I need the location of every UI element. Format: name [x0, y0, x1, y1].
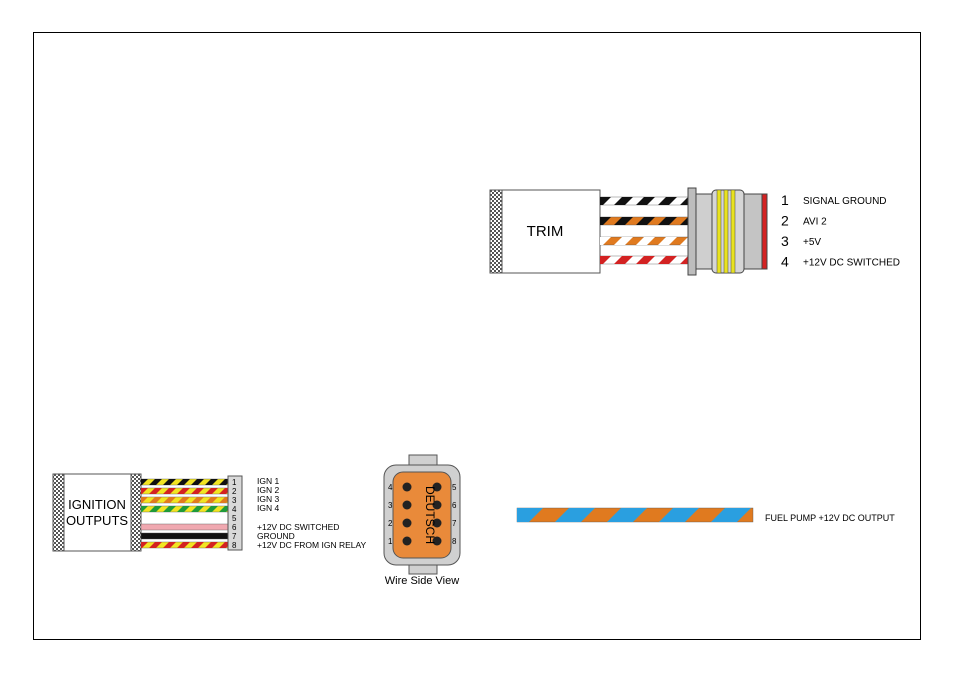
trim-harness: TRIM 1 SIGNAL GROUND 2 AVI 2 3 +5V 4 +12V DC SW…	[490, 188, 900, 275]
deutsch-hole-4	[403, 483, 412, 492]
deutsch-pin-number-1: 1	[388, 537, 393, 546]
deutsch-pin-number-8: 8	[452, 537, 457, 546]
trim-pin-number-4: 4	[781, 254, 789, 270]
trim-connector-cap	[762, 194, 767, 269]
fuel-pump-wire	[503, 508, 803, 522]
trim-wires	[592, 197, 699, 264]
ignition-wire-6	[141, 524, 228, 530]
deutsch-pin-number-5: 5	[452, 483, 457, 492]
trim-pin-label-1: SIGNAL GROUND	[803, 196, 887, 207]
trim-pin-label-4: +12V DC SWITCHED	[803, 258, 900, 269]
trim-pin-number-1: 1	[781, 192, 789, 208]
fuel-pump-wire-group: FUEL PUMP +12V DC OUTPUT	[503, 508, 895, 523]
trim-sleeve-end	[490, 190, 502, 273]
deutsch-pin-number-4: 4	[388, 483, 393, 492]
ignition-pin-number-3: 3	[232, 496, 237, 505]
trim-wire-3	[592, 237, 699, 245]
trim-connector-nose	[744, 194, 762, 269]
trim-pin-number-3: 3	[781, 233, 789, 249]
trim-seal-1	[717, 190, 721, 273]
ignition-pin-number-2: 2	[232, 487, 237, 496]
trim-wire-4	[592, 256, 699, 264]
trim-wire-2	[592, 217, 699, 225]
ignition-sleeve-end-right	[131, 474, 141, 551]
trim-pin-label-2: AVI 2	[803, 217, 827, 228]
ignition-sleeve-end-left	[53, 474, 64, 551]
trim-connector	[688, 188, 767, 275]
ignition-pin-number-1: 1	[232, 478, 237, 487]
trim-connector-lock	[688, 188, 696, 275]
deutsch-hole-2	[403, 519, 412, 528]
trim-seal-3	[731, 190, 735, 273]
deutsch-pin-number-3: 3	[388, 501, 393, 510]
ignition-pin-number-7: 7	[232, 532, 237, 541]
trim-connector-body	[696, 194, 712, 269]
deutsch-pin-number-2: 2	[388, 519, 393, 528]
ignition-pin-label-4: IGN 4	[257, 503, 279, 513]
trim-wire-1	[592, 197, 699, 205]
trim-seal-2	[724, 190, 728, 273]
trim-pin-number-2: 2	[781, 213, 789, 229]
ignition-label-line1: IGNITION	[68, 497, 126, 512]
deutsch-connector: 4 5 3 6 2 7 1 8 DEUTSCH Wire Side View	[384, 455, 460, 587]
deutsch-pin-number-7: 7	[452, 519, 457, 528]
ignition-pin-number-4: 4	[232, 505, 237, 514]
deutsch-pin-number-6: 6	[452, 501, 457, 510]
fuel-pump-wire-stripes	[503, 508, 803, 522]
ignition-pin-number-5: 5	[232, 514, 237, 523]
ignition-pin-label-8: +12V DC FROM IGN RELAY	[257, 540, 367, 550]
ignition-pin-number-6: 6	[232, 523, 237, 532]
trim-pin-label-3: +5V	[803, 237, 821, 248]
deutsch-insert	[393, 472, 451, 558]
deutsch-hole-3	[403, 501, 412, 510]
fuel-pump-label: FUEL PUMP +12V DC OUTPUT	[765, 513, 895, 523]
deutsch-hole-1	[403, 537, 412, 546]
deutsch-caption: Wire Side View	[385, 575, 459, 587]
deutsch-label: DEUTSCH	[423, 486, 437, 544]
trim-pin-labels: 1 SIGNAL GROUND 2 AVI 2 3 +5V 4 +12V DC SWITCHE…	[781, 192, 900, 270]
trim-label: TRIM	[527, 223, 564, 240]
ignition-pin-number-8: 8	[232, 541, 237, 550]
ignition-label-line2: OUTPUTS	[66, 513, 128, 528]
ignition-wire-7	[141, 533, 228, 539]
